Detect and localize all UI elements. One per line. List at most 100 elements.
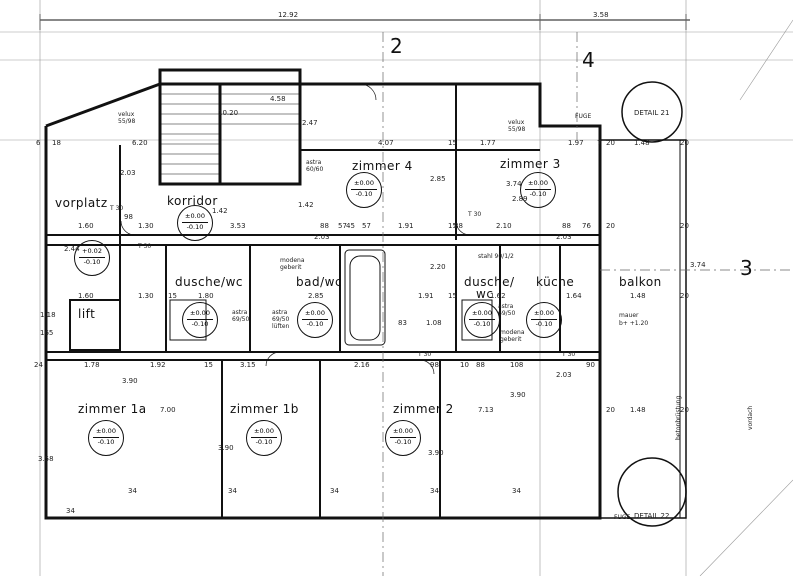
note-astra-size: 69/50: [272, 316, 290, 323]
dim-label: 1.60: [78, 292, 94, 300]
dim-label: 2.89: [512, 195, 528, 203]
dim-label: 1.48: [630, 406, 646, 414]
dim-label: 3.90: [510, 391, 526, 399]
dim-label: 2.03: [556, 371, 572, 379]
note-t30: T 30: [418, 351, 432, 358]
dim-label: 24: [34, 361, 43, 369]
fuge-bottom-label: FUGE: [614, 514, 631, 521]
note-astra: astra: [498, 303, 514, 310]
axis-3-marker: 3: [740, 256, 753, 280]
dim-label: 2.47: [302, 119, 318, 127]
note-astra-size: 69/50: [498, 310, 516, 317]
dim-label: 2.85: [430, 175, 446, 183]
detail-22-label: DETAIL 22: [634, 512, 670, 520]
note-stahl: stahl 90/1/2: [478, 253, 514, 260]
exterior-wall: [44, 68, 602, 520]
dim-label: 57: [362, 222, 371, 230]
dim-label: 1.91: [398, 222, 414, 230]
note-modena-geberit: geberit: [500, 336, 522, 343]
dim-label: 1.08: [426, 319, 442, 327]
dim-label: 15: [448, 139, 457, 147]
dim-label: 57: [338, 222, 347, 230]
bathtub: [344, 249, 386, 346]
dim-label: 34: [330, 487, 339, 495]
dim-label: 15: [448, 292, 457, 300]
note-astra-size: 60/60: [306, 166, 324, 173]
note-mauer-level: b+ +1.20: [619, 320, 649, 327]
dim-label: 7.00: [160, 406, 176, 414]
dim-label: 2.20: [430, 263, 446, 271]
dim-label: 1.30: [138, 292, 154, 300]
dim-label: 3.15: [240, 361, 256, 369]
axis-2-marker: 2: [390, 34, 403, 58]
dim-label: 18: [52, 139, 61, 147]
dim-label: 34: [228, 487, 237, 495]
dim-label: 45: [346, 222, 355, 230]
note-astra-luften: lüften: [272, 323, 290, 330]
overall-width-label: 12.92: [278, 11, 299, 19]
dim-label: 1.48: [634, 139, 650, 147]
dim-label: 88: [320, 222, 329, 230]
room-dusche-wc-right-2: wc: [476, 287, 494, 301]
dim-label: 2.03: [314, 233, 330, 241]
level-marker-kueche: ±0.00-0.10: [526, 302, 562, 338]
lift-shaft: [69, 299, 121, 351]
dim-label: 20: [606, 222, 615, 230]
dim-label: 165: [40, 329, 54, 337]
dim-label: 20: [680, 139, 689, 147]
dim-label: 1.30: [138, 222, 154, 230]
dim-label: 3.74: [690, 261, 706, 269]
note-velux-left: velux: [118, 111, 135, 118]
note-t30: T 30: [110, 205, 124, 212]
room-zimmer-1b: zimmer 1b: [230, 402, 299, 416]
dim-label: 2.44: [64, 245, 80, 253]
dim-label: 15: [448, 222, 457, 230]
room-lift: lift: [78, 307, 96, 321]
note-betonbrustung: betonbrüstung: [675, 395, 682, 440]
dim-label: 10.20: [218, 109, 239, 117]
dim-label: 3.90: [122, 377, 138, 385]
dim-label: 1.18: [40, 311, 56, 319]
note-modena: modena: [500, 329, 525, 336]
note-astra: astra: [232, 309, 248, 316]
dim-label: 7.13: [478, 406, 494, 414]
level-marker-zimmer1a: ±0.00-0.10: [88, 420, 124, 456]
dim-label: 1.97: [568, 139, 584, 147]
dim-label: 20: [680, 222, 689, 230]
note-astra-size: 69/50: [232, 316, 250, 323]
dim-label: 10: [460, 361, 469, 369]
dim-label: 34: [430, 487, 439, 495]
level-marker-dusche-right: ±0.00-0.10: [464, 302, 500, 338]
note-t30: T 30: [138, 243, 152, 250]
note-vordach: vordach: [747, 405, 754, 430]
fuge-top-label: FUGE: [575, 113, 592, 120]
dim-label: 1.92: [150, 361, 166, 369]
dim-label: 1.91: [418, 292, 434, 300]
dim-label: 34: [512, 487, 521, 495]
note-astra: astra: [272, 309, 288, 316]
room-kueche: küche: [536, 275, 575, 289]
note-mauer: mauer: [619, 312, 639, 319]
room-dusche-wc-right: dusche/: [464, 275, 515, 289]
dim-label: 7: [597, 139, 602, 147]
level-marker-dusche-left: ±0.00-0.10: [182, 302, 218, 338]
dim-label: 2.10: [496, 222, 512, 230]
room-zimmer-2: zimmer 2: [393, 402, 454, 416]
dim-label: 4.58: [270, 95, 286, 103]
dim-label: 1.42: [212, 207, 228, 215]
note-modena-geberit: geberit: [280, 264, 302, 271]
detail-22-circle: [617, 457, 687, 527]
room-zimmer-1a: zimmer 1a: [78, 402, 147, 416]
dim-label: 3.90: [428, 449, 444, 457]
dim-label: 20: [606, 406, 615, 414]
room-bad-wc: bad/wc: [296, 275, 343, 289]
dim-label: 3.74: [506, 180, 522, 188]
dim-label: 2.03: [556, 233, 572, 241]
dim-label: 4.07: [378, 139, 394, 147]
dim-label: 83: [398, 319, 407, 327]
dim-label: 3.53: [230, 222, 246, 230]
detail-21-circle: [621, 81, 683, 143]
level-marker-korridor: ±0.00-0.10: [177, 205, 213, 241]
dim-label: 1.48: [630, 292, 646, 300]
dim-label: 90: [586, 361, 595, 369]
